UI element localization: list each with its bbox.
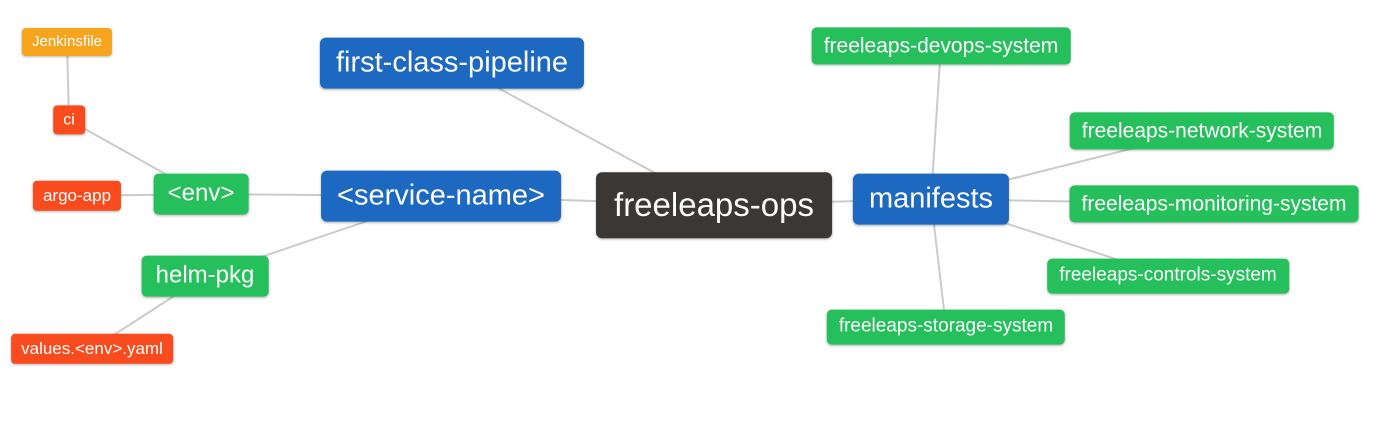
node-env[interactable]: <env> <box>153 173 249 215</box>
node-values-env-yaml[interactable]: values.<env>.yaml <box>11 333 173 365</box>
node-freeleaps-controls-system[interactable]: freeleaps-controls-system <box>1047 258 1289 294</box>
node-freeleaps-ops[interactable]: freeleaps-ops <box>596 172 832 238</box>
node-helm-pkg[interactable]: helm-pkg <box>141 255 269 297</box>
node-freeleaps-devops-system[interactable]: freeleaps-devops-system <box>811 27 1071 65</box>
node-ci[interactable]: ci <box>53 105 85 135</box>
node-freeleaps-network-system[interactable]: freeleaps-network-system <box>1069 112 1335 150</box>
node-first-class-pipeline[interactable]: first-class-pipeline <box>319 37 585 89</box>
node-freeleaps-storage-system[interactable]: freeleaps-storage-system <box>826 309 1066 345</box>
edge-manifests--freeleaps-devops-system <box>930 45 942 200</box>
node-jenkinsfile[interactable]: Jenkinsfile <box>21 28 113 56</box>
node-manifests[interactable]: manifests <box>852 173 1010 225</box>
node-freeleaps-monitoring-system[interactable]: freeleaps-monitoring-system <box>1069 185 1359 223</box>
node-service-name[interactable]: <service-name> <box>321 170 561 222</box>
node-argo-app[interactable]: argo-app <box>32 180 122 212</box>
